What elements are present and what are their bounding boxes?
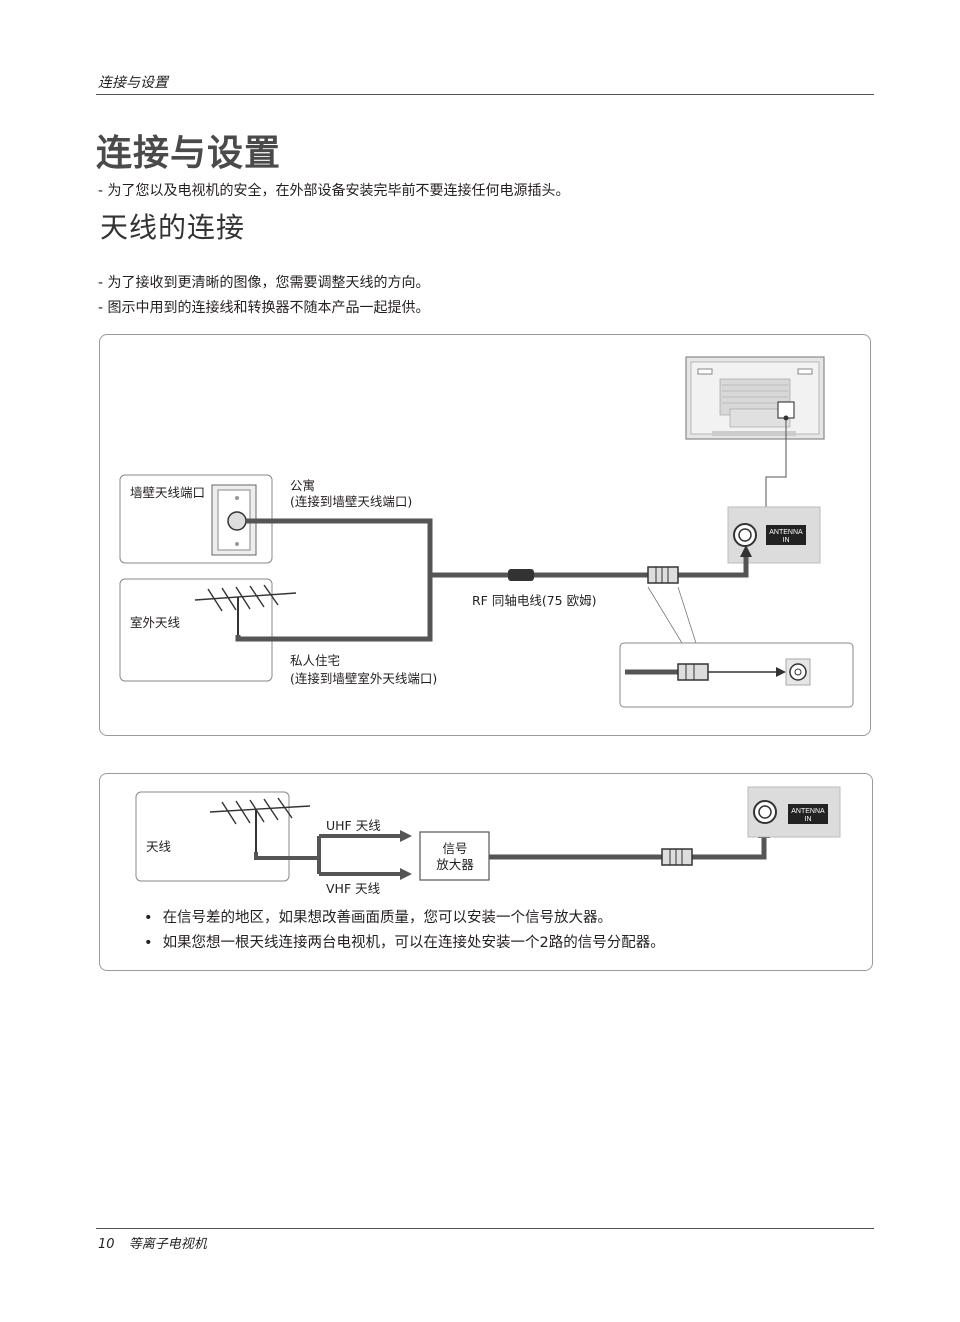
antenna-in-port: ANTENNA IN: [727, 506, 821, 564]
uhf-vhf-split-lines: [254, 834, 402, 876]
amplifier-label-line1: 信号: [442, 841, 467, 856]
header-rule: [96, 94, 874, 95]
vhf-arrow: [400, 868, 412, 880]
note-not-supplied: ‑ 图示中用到的连接线和转换器不随本产品一起提供。: [98, 300, 430, 316]
safety-note: ‑ 为了您以及电视机的安全，在外部设备安装完毕前不要连接任何电源插头。: [98, 183, 570, 199]
uhf-label: UHF 天线: [326, 818, 381, 833]
uhf-arrow: [400, 830, 412, 842]
f-connector: [661, 848, 693, 866]
amplifier-connection-diagram: 天线 UHF 天线 VHF 天线 信号 放大器: [135, 786, 841, 894]
rf-cable-label: RF 同轴电线(75 欧姆): [472, 593, 596, 608]
apartment-note: (连接到墙壁天线端口): [290, 494, 412, 509]
port-label-line2: IN: [805, 816, 812, 823]
footer-rule: [96, 1228, 874, 1229]
coaxial-cable: [489, 834, 767, 860]
section-title: 天线的连接: [100, 211, 246, 244]
house-label: 私人住宅: [290, 653, 340, 668]
antenna-diagram-panel: ANTENNA IN 墙壁天线端口 室外天线: [99, 334, 871, 736]
outdoor-antenna-icon: [194, 584, 297, 637]
page-title: 连接与设置: [96, 133, 282, 174]
port-label-line2: IN: [783, 537, 790, 544]
amplifier-label-line2: 放大器: [436, 857, 474, 872]
page-number: 10: [98, 1237, 115, 1252]
antenna-label: 天线: [146, 839, 172, 854]
outdoor-antenna-label: 室外天线: [130, 615, 181, 630]
coaxial-cable: [235, 518, 749, 642]
antenna-in-port: ANTENNA IN: [747, 786, 841, 838]
amplifier-diagram-panel: 天线 UHF 天线 VHF 天线 信号 放大器: [99, 773, 873, 971]
wall-jack-label: 墙壁天线端口: [130, 485, 205, 500]
tip-splitter: 如果您想一根天线连接两台电视机，可以在连接处安装一个2路的信号分配器。: [144, 931, 665, 956]
tv-back-panel-illustration: [685, 356, 825, 440]
house-note: (连接到墙壁室外天线端口): [290, 671, 437, 686]
outdoor-antenna-icon: [209, 797, 311, 852]
product-name: 等离子电视机: [128, 1237, 207, 1252]
port-label-line1: ANTENNA: [791, 808, 825, 815]
apartment-label: 公寓: [290, 478, 315, 493]
note-direction: ‑ 为了接收到更清晰的图像，您需要调整天线的方向。: [98, 275, 430, 291]
amplifier-tips-list: 在信号差的地区，如果想改善画面质量，您可以安装一个信号放大器。 如果您想一根天线…: [144, 906, 665, 956]
vhf-label: VHF 天线: [326, 881, 381, 894]
antenna-connection-diagram: ANTENNA IN 墙壁天线端口 室外天线: [119, 356, 854, 708]
cable-ferrite: [508, 569, 534, 581]
connector-detail-callout: [619, 642, 854, 708]
port-label-line1: ANTENNA: [769, 529, 803, 536]
running-header: 连接与设置: [98, 75, 168, 91]
tip-amplifier: 在信号差的地区，如果想改善画面质量，您可以安装一个信号放大器。: [144, 906, 665, 931]
f-connector: [647, 566, 679, 584]
arrow-to-port: [740, 545, 752, 557]
signal-amplifier-box: 信号 放大器: [419, 831, 490, 881]
page-footer: 10 等离子电视机: [98, 1233, 217, 1252]
